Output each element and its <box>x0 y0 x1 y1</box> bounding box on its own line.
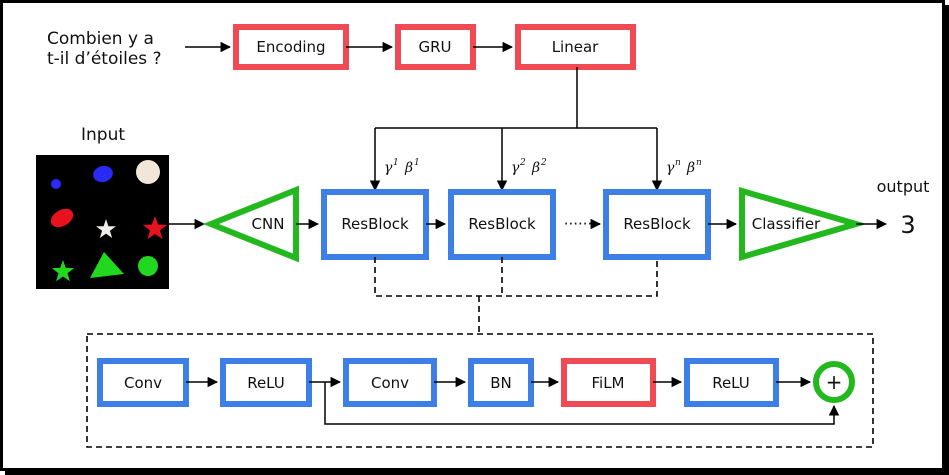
pipeline-ellipsis: ······ <box>564 215 593 233</box>
beta-1: β <box>404 160 413 176</box>
film-params-n: γ n β n <box>666 158 702 176</box>
cnn-label: CNN <box>252 215 285 233</box>
resblock-2-label: ResBlock <box>468 215 536 233</box>
beige-circle-shape <box>136 160 160 184</box>
gamma-n: γ <box>666 160 675 176</box>
output-value: 3 <box>900 211 915 239</box>
white-star-shape <box>96 219 116 238</box>
question-line-1: Combien y a <box>47 29 154 49</box>
blue-ellipse-shape <box>93 165 113 183</box>
input-label: Input <box>81 125 125 145</box>
skip-connection-arrow <box>324 382 840 425</box>
detail-film-label: FiLM <box>591 374 624 392</box>
red-ellipse-shape <box>50 208 74 228</box>
gamma-1: γ <box>384 160 393 176</box>
resblock-detail-connector <box>374 257 658 334</box>
detail-sum-node <box>813 361 855 403</box>
film-params-1: γ 1 β 1 <box>384 158 420 176</box>
frame-shadow-bottom <box>5 470 949 475</box>
question-line-2: t-il d’étoiles ? <box>47 49 162 69</box>
detail-sum-symbol: + <box>826 370 843 394</box>
detail-conv1-label: Conv <box>124 374 162 392</box>
resblock-detail-container <box>86 333 874 448</box>
resblock-2-box <box>448 189 556 260</box>
encoding-label: Encoding <box>256 38 325 56</box>
green-circle-shape <box>138 256 158 276</box>
beta-n-sup: n <box>696 158 702 168</box>
gamma-2: γ <box>511 160 520 176</box>
beta-2: β <box>531 160 540 176</box>
detail-relu1-label: ReLU <box>247 374 285 392</box>
classifier-label: Classifier <box>752 215 821 233</box>
beta-2-sup: 2 <box>540 158 547 168</box>
gamma-n-sup: n <box>675 158 681 168</box>
detail-conv2-label: Conv <box>371 374 409 392</box>
detail-relu2-label: ReLU <box>712 374 750 392</box>
frame-shadow-right <box>944 5 949 475</box>
gamma-1-sup: 1 <box>393 158 399 168</box>
input-image <box>36 155 169 289</box>
detail-bn-label: BN <box>490 374 512 392</box>
green-triangle-shape <box>90 252 124 278</box>
film-params-2: γ 2 β 2 <box>511 158 547 176</box>
gamma-2-sup: 2 <box>519 158 526 168</box>
detail-conv2-box <box>343 358 437 407</box>
resblock-n-label: ResBlock <box>623 215 691 233</box>
resblock-1-label: ResBlock <box>341 215 409 233</box>
green-star-shape <box>51 260 75 282</box>
beta-1-sup: 1 <box>414 158 420 168</box>
linear-label: Linear <box>552 38 599 56</box>
resblock-n-box <box>603 189 711 260</box>
classifier-shape <box>739 187 867 261</box>
gru-label: GRU <box>418 38 451 56</box>
gru-box <box>395 24 476 70</box>
red-star-shape <box>142 216 168 240</box>
output-label: output <box>877 177 930 196</box>
linear-box <box>515 24 636 70</box>
beta-n: β <box>686 160 695 176</box>
blue-circle-shape <box>51 179 61 189</box>
